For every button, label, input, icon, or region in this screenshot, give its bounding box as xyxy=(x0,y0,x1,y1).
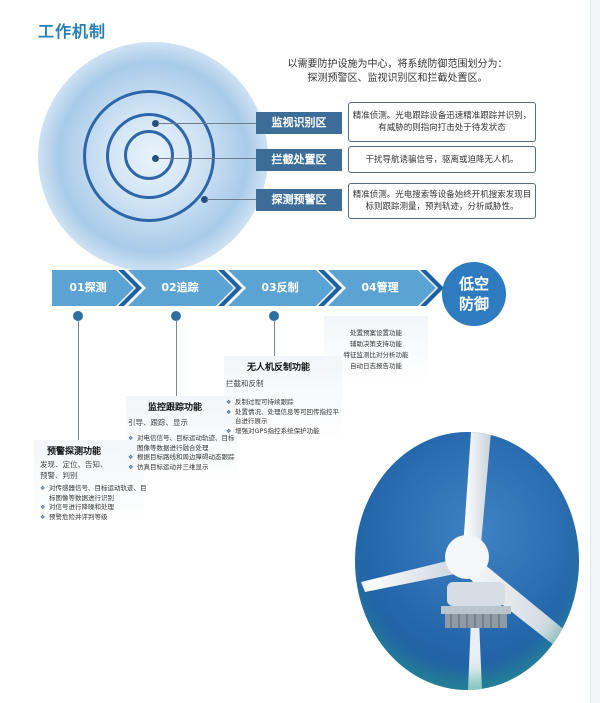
diamond-bullet-icon: ❖ xyxy=(226,408,232,416)
zone-desc-text: 精准侦测。光电跟踪设备迅速精准跟踪并识别，有威胁的则指向打击处于待发状态 xyxy=(352,111,532,133)
zone-desc-box-detect: 精准侦测。光电搜索等设备始终开机搜索发现目标则跟踪测量，预判轨迹，分析威胁性。 xyxy=(348,183,536,219)
detect-function-bullets: ❖对传感器信号、目标运动轨迹、目标图像等数据进行识别 ❖对信号进行降噪和处理 ❖… xyxy=(40,484,148,522)
diamond-bullet-icon: ❖ xyxy=(128,435,134,442)
turbine-nacelle xyxy=(447,582,505,606)
bullet-item: ❖预警危险并评判等级 xyxy=(40,513,148,523)
counter-function-title: 无人机反制功能 xyxy=(247,363,311,373)
bullet-text: 对信号进行降噪和处理 xyxy=(49,503,114,511)
diamond-bullet-icon: ❖ xyxy=(40,504,46,511)
diamond-bullet-icon: ❖ xyxy=(226,399,232,406)
bullet-text: 预警危险并评判等级 xyxy=(49,512,108,521)
diamond-bullet-icon: ❖ xyxy=(226,427,232,435)
zone-desc-text: 精准侦测。光电搜索等设备始终开机搜索发现目标则跟踪测量，预判轨迹，分析威胁性。 xyxy=(352,190,532,212)
manage-item: 处置预案设置功能 xyxy=(350,329,402,337)
bullet-text: 反制过程可持续跟踪 xyxy=(235,398,294,406)
stage-connector-line xyxy=(176,321,177,397)
stage-connector-line xyxy=(78,321,79,441)
bullet-text: 对传感器信号、目标运动轨迹、目标图像等数据进行识别 xyxy=(49,484,147,502)
zone-label-monitor: 监视识别区 xyxy=(256,112,342,134)
bullet-text: 根据目标路线和周边障碍动态跟踪 xyxy=(137,453,235,461)
zone-description-line: 以需要防护设施为中心，将系统防御范围划分为： xyxy=(287,59,508,70)
zone-description-line: 探测预警区、监视识别区和拦截处置区。 xyxy=(307,73,488,84)
badge-line: 低空 xyxy=(458,275,489,293)
stage-label-counter: 03反制 xyxy=(261,281,299,294)
track-function-subtitle: 引导、跟踪、显示 xyxy=(128,418,188,427)
zone-pointer-dot xyxy=(201,196,208,203)
wind-turbine-photo xyxy=(355,432,579,690)
zone-pointer-dot xyxy=(152,155,159,162)
middle-zone-ring xyxy=(106,113,192,199)
stage-arrow-detect xyxy=(52,270,134,306)
page-title: 工作机制 xyxy=(38,22,107,41)
counter-function-subtitle: 拦截和反制 xyxy=(226,379,264,388)
inner-zone-ring xyxy=(124,130,174,180)
detect-function-title: 预警探测功能 xyxy=(47,447,102,457)
outer-zone-ring xyxy=(83,90,215,222)
bullet-item: ❖反制过程可持续跟踪 xyxy=(226,398,340,408)
diamond-bullet-icon: ❖ xyxy=(40,513,46,521)
turbine-platform-railing xyxy=(445,614,507,628)
manage-item: 辅助决策支持功能 xyxy=(350,340,402,348)
manage-function-panel xyxy=(324,316,428,382)
zone-desc-text: 干扰导航诱骗信号，驱离或迫降无人机。 xyxy=(365,154,519,165)
bullet-item: ❖对信号进行降噪和处理 xyxy=(40,503,148,513)
detect-function-subtitle: 发现、定位、告知、预警、判别 xyxy=(40,460,108,480)
zone-pointer-dot xyxy=(152,120,159,127)
zone-pointer-line xyxy=(207,199,256,200)
stage-label-track: 02追踪 xyxy=(161,281,199,294)
stage-arrow-manage xyxy=(328,270,436,306)
zone-label-detect: 探测预警区 xyxy=(256,189,342,211)
diamond-bullet-icon: ❖ xyxy=(40,485,46,492)
zone-desc-box-intercept: 干扰导航诱骗信号，驱离或迫降无人机。 xyxy=(348,146,536,173)
zone-pointer-line xyxy=(158,158,256,159)
stage-label-detect: 01探测 xyxy=(69,281,107,294)
page-edge-strip xyxy=(590,0,600,703)
bullet-item: ❖处置情况、处理信息等可回传指控平台进行展示 xyxy=(226,408,340,427)
bullet-text: 对电信信号、目标运动轨迹、目标图像等数据进行融合处理 xyxy=(137,434,235,452)
diamond-bullet-icon: ❖ xyxy=(128,454,134,461)
bullet-text: 仿真目标运动并三维显示 xyxy=(137,462,209,471)
manage-item: 特征监测比对分析功能 xyxy=(343,351,409,359)
stage-label-manage: 04管理 xyxy=(361,281,399,294)
stage-pin xyxy=(269,311,279,321)
zone-description: 以需要防护设施为中心，将系统防御范围划分为： 探测预警区、监视识别区和拦截处置区… xyxy=(270,58,525,86)
bullet-text: 处置情况、处理信息等可回传指控平台进行展示 xyxy=(235,407,339,426)
badge-line: 防御 xyxy=(458,295,489,313)
counter-function-bullets: ❖反制过程可持续跟踪 ❖处置情况、处理信息等可回传指控平台进行展示 ❖增强对GP… xyxy=(226,398,340,436)
bullet-item: ❖对传感器信号、目标运动轨迹、目标图像等数据进行识别 xyxy=(40,484,148,503)
turbine-platform xyxy=(441,606,511,614)
diamond-bullet-icon: ❖ xyxy=(128,463,134,471)
bullet-text: 增强对GPS指控系统保护功能 xyxy=(235,426,320,435)
bullet-item: ❖根据目标路线和周边障碍动态跟踪 xyxy=(128,453,236,463)
track-function-bullets: ❖对电信信号、目标运动轨迹、目标图像等数据进行融合处理 ❖根据目标路线和周边障碍… xyxy=(128,434,236,472)
turbine-blade xyxy=(361,560,465,592)
zone-label-intercept: 拦截处置区 xyxy=(256,149,342,171)
bullet-item: ❖对电信信号、目标运动轨迹、目标图像等数据进行融合处理 xyxy=(128,434,236,453)
manage-function-list: 处置预案设置功能 辅助决策支持功能 特征监测比对分析功能 自动日志报告功能 xyxy=(326,328,426,372)
stage-pin xyxy=(171,311,181,321)
bullet-item: ❖增强对GPS指控系统保护功能 xyxy=(226,427,340,437)
stage-connector-line xyxy=(274,321,275,357)
zone-pointer-line xyxy=(158,123,256,124)
track-function-panel xyxy=(126,396,238,486)
turbine-hub xyxy=(445,535,489,579)
detect-function-panel xyxy=(34,440,144,525)
turbine-blade xyxy=(463,432,491,548)
manage-item: 自动日志报告功能 xyxy=(350,362,402,370)
bullet-item: ❖仿真目标运动并三维显示 xyxy=(128,463,236,473)
low-altitude-defense-badge: 低空 防御 xyxy=(442,262,506,326)
wind-turbine-illustration xyxy=(361,432,567,690)
track-function-title: 监控跟踪功能 xyxy=(148,403,203,413)
turbine-tower xyxy=(468,572,482,690)
zone-desc-box-monitor: 精准侦测。光电跟踪设备迅速精准跟踪并识别，有威胁的则指向打击处于待发状态 xyxy=(348,102,536,142)
counter-function-panel xyxy=(224,356,342,441)
stage-pin xyxy=(73,311,83,321)
